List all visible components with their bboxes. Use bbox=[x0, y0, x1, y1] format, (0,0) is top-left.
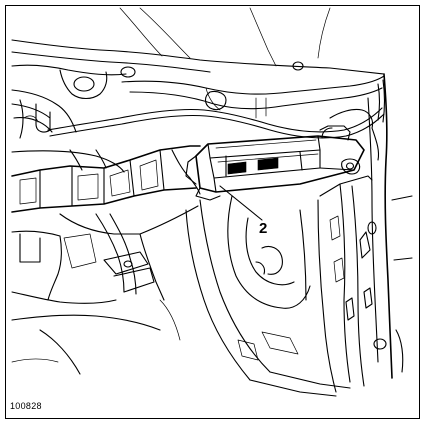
callout-2: 2 bbox=[219, 185, 267, 237]
callout-2-leader-line bbox=[219, 185, 263, 221]
wiring-harness bbox=[13, 79, 386, 235]
lower-left-structure bbox=[11, 213, 181, 375]
bracket-slot-right bbox=[257, 157, 279, 171]
figure-frame bbox=[5, 5, 420, 419]
figure-reference-number: 100828 bbox=[10, 401, 42, 411]
right-hinge-pillar bbox=[317, 73, 413, 393]
callout-2-label: 2 bbox=[259, 220, 267, 237]
part-2-bracket bbox=[185, 125, 365, 201]
dashboard-cross-member bbox=[11, 145, 201, 213]
bracket-slot-left bbox=[227, 161, 247, 175]
upper-cowl-panel bbox=[11, 7, 385, 119]
left-inner-wing bbox=[11, 89, 125, 173]
wheel-arch-area bbox=[185, 195, 351, 397]
